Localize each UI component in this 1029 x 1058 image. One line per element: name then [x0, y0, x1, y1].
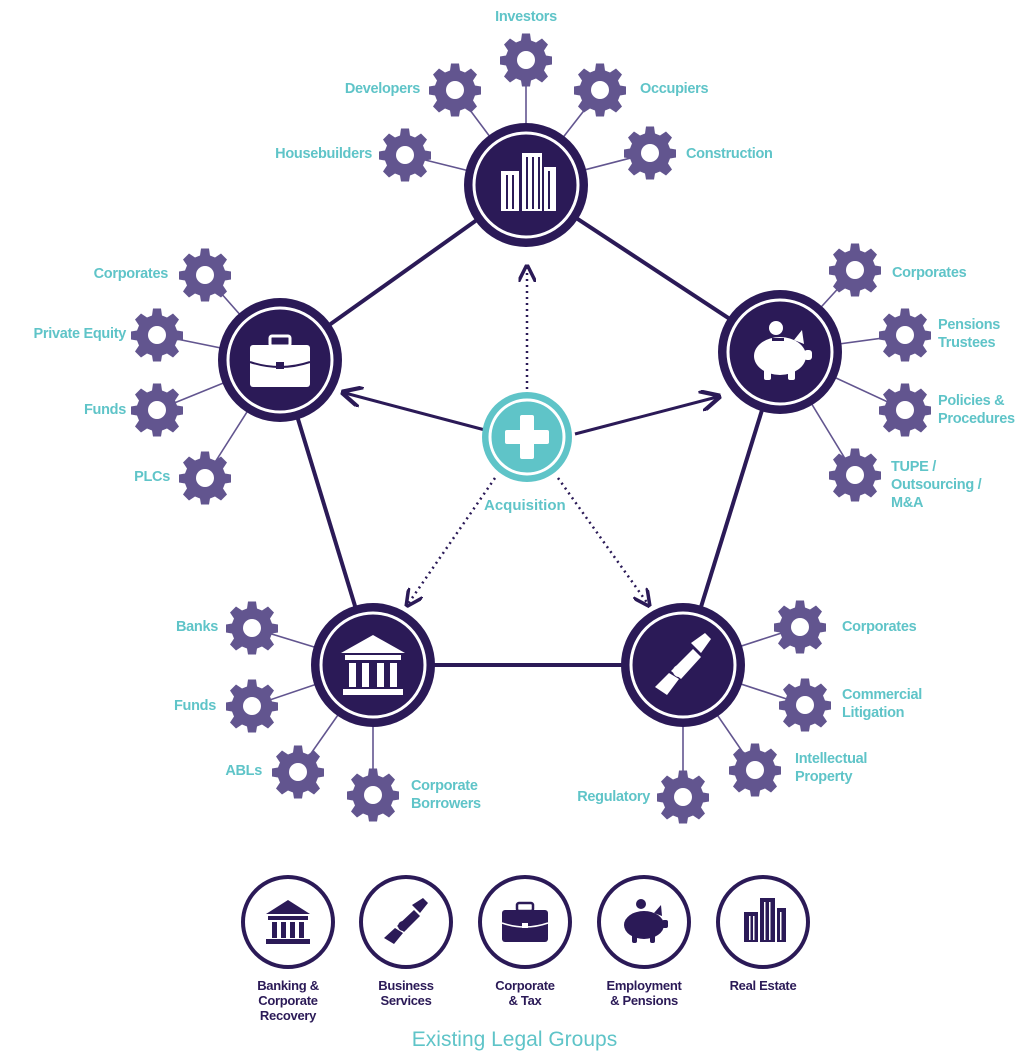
arrow-to-employment: [574, 397, 717, 436]
hub-corporate-tax: [218, 298, 342, 422]
cog-icon: [574, 63, 626, 117]
acquisition-arrows: [345, 268, 717, 604]
label-abls: ABLs: [225, 763, 262, 779]
legend-real-estate: [716, 875, 810, 969]
briefcase-icon: [249, 334, 311, 387]
buildings-icon: [744, 898, 786, 942]
piggy-bank-icon: [754, 321, 812, 380]
acquisition-label: Acquisition: [484, 497, 566, 514]
cog-icon: [774, 600, 826, 654]
cog-icon: [226, 601, 278, 655]
cog-icon: [829, 448, 881, 502]
label-funds-bottom: Funds: [174, 698, 216, 714]
label-banks: Banks: [175, 619, 218, 635]
legend-label-corporate: Corporate & Tax: [495, 978, 555, 1008]
cog-icon: [131, 308, 183, 362]
plus-icon: [505, 415, 549, 459]
legend-label-employment: Employment & Pensions: [606, 978, 682, 1008]
cog-icon: [272, 745, 324, 799]
legend-label-business: Business Services: [378, 978, 434, 1008]
label-construction: Construction: [686, 146, 773, 162]
cog-icon: [729, 743, 781, 797]
cog-icon: [347, 768, 399, 822]
legend-title: Existing Legal Groups: [411, 1028, 618, 1051]
arrow-to-business: [556, 477, 648, 604]
cog-icon: [179, 248, 231, 302]
cog-icon: [879, 383, 931, 437]
legend-label-real-estate: Real Estate: [729, 978, 797, 993]
label-corporates-left: Corporates: [93, 266, 169, 282]
legend-banking: [241, 875, 335, 969]
label-occupiers: Occupiers: [640, 81, 709, 97]
handshake-icon: [655, 633, 711, 695]
label-plcs: PLCs: [134, 469, 170, 485]
label-investors: Investors: [495, 9, 557, 25]
acquisition-node: [482, 392, 572, 482]
legend-business: [359, 875, 453, 969]
label-commercial-litigation: Commercial Litigation: [842, 687, 923, 721]
label-corporates-right: Corporates: [892, 265, 967, 281]
hub-real-estate: [464, 123, 588, 247]
label-housebuilders: Housebuilders: [275, 146, 372, 162]
cog-icon: [779, 678, 831, 732]
arrow-to-banking: [408, 477, 497, 604]
label-developers: Developers: [344, 81, 420, 97]
cog-icon: [879, 308, 931, 362]
cog-icon: [657, 770, 709, 824]
legend-corporate: [478, 875, 572, 969]
cog-icon: [829, 243, 881, 297]
cog-icon: [179, 451, 231, 505]
label-private-equity: Private Equity: [33, 326, 127, 342]
hub-banking: [311, 603, 435, 727]
cog-icon: [429, 63, 481, 117]
cog-icon: [500, 33, 552, 87]
cog-icon: [226, 679, 278, 733]
hub-employment-pensions: [718, 290, 842, 414]
legend-employment: [597, 875, 691, 969]
label-pensions-trustees: Pensions Trustees: [938, 317, 1001, 351]
label-corporate-borrowers: Corporate Borrowers: [411, 778, 481, 812]
cog-icon: [131, 383, 183, 437]
legend-icons: [241, 875, 810, 969]
label-regulatory: Regulatory: [577, 789, 650, 805]
buildings-icon: [501, 153, 556, 211]
cog-icon: [379, 128, 431, 182]
label-funds-left: Funds: [84, 402, 126, 418]
label-corporates-bottom: Corporates: [842, 619, 917, 635]
arrow-to-corporate: [345, 393, 486, 432]
piggy-bank-icon: [624, 899, 668, 943]
handshake-icon: [384, 898, 428, 944]
label-tupe: TUPE / Outsourcing / M&A: [891, 459, 982, 511]
label-policies-procedures: Policies & Procedures: [938, 393, 1015, 427]
bank-icon: [266, 900, 310, 944]
briefcase-icon: [501, 901, 549, 942]
cog-icon: [624, 126, 676, 180]
hub-business-services: [621, 603, 745, 727]
label-intellectual-property: Intellectual Property: [795, 751, 868, 785]
legend-label-banking: Banking & Corporate Recovery: [257, 978, 319, 1023]
bank-icon: [341, 635, 405, 695]
